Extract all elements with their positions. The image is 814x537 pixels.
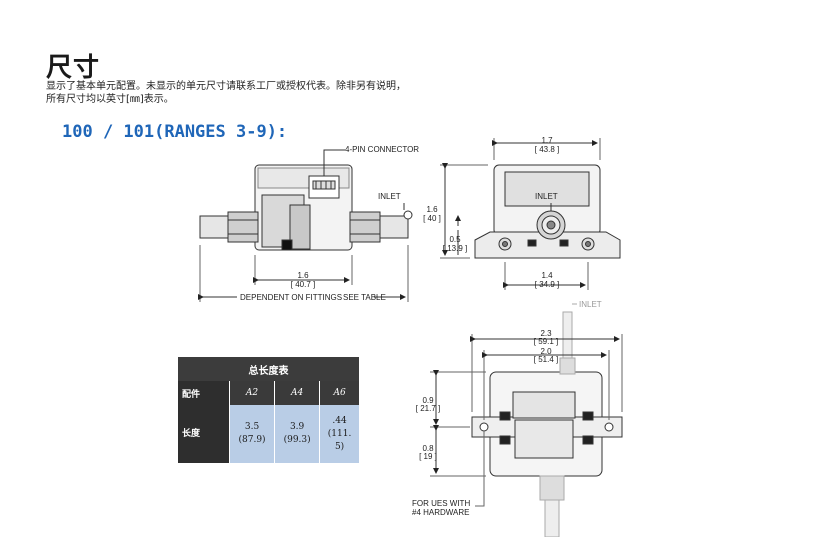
side-view (198, 149, 413, 302)
hardware-note-1: FOR UES WITH (412, 499, 470, 508)
length-a6-mm: (111. (327, 428, 352, 439)
fitting-a6: A6 (319, 381, 360, 405)
length-a4-in: 3.9 (289, 422, 305, 432)
see-table-note: SEE TABLE (343, 293, 386, 302)
inlet-front-label: INLET (535, 192, 558, 201)
length-a2: 3.5 (87.9) (229, 405, 276, 463)
dim-a-mm: [ 40.7 ] (291, 280, 315, 289)
dim-f-mm: [ 59.1 ] (534, 337, 558, 346)
intro-text: 显示了基本单元配置。未显示的单元尺寸请联系工厂或授权代表。除非另有说明，所有尺寸… (46, 81, 406, 105)
dim-b-mm: [ 40 ] (423, 214, 441, 223)
fitting-row-label: 配件 (178, 381, 230, 405)
length-row-label: 长度 (178, 405, 230, 463)
length-a4: 3.9 (99.3) (274, 405, 321, 463)
dim-e-mm: [ 34.9 ] (535, 280, 559, 289)
fitting-a4: A4 (274, 381, 321, 405)
page-title: 尺寸 (46, 53, 101, 83)
length-table-title: 总长度表 (178, 357, 360, 381)
dim-b-in: 1.6 (426, 205, 438, 214)
dim-c-mm: [ 13.9 ] (443, 244, 467, 253)
dim-a-in: 1.6 (297, 271, 309, 280)
dim-h-mm: [ 21.7 ] (416, 404, 440, 413)
connector-label: 4-PIN CONNECTOR (345, 145, 419, 154)
dim-f-in: 2.3 (540, 329, 552, 338)
dim-c-in: 0.5 (449, 235, 461, 244)
length-table: 总长度表 配件 A2 A4 A6 长度 3.5 (87.9) 3.9 (99.3… (178, 357, 360, 463)
inlet-top-label: INLET (579, 300, 602, 309)
dim-i-in: 0.8 (422, 444, 434, 453)
top-view (430, 303, 623, 537)
length-a6-mm-2: 5) (334, 441, 345, 452)
length-a6: .44 (111. 5) (319, 405, 360, 463)
length-a2-in: 3.5 (244, 422, 260, 432)
dim-h-in: 0.9 (422, 396, 434, 405)
dim-g-in: 2.0 (540, 347, 552, 356)
fittings-note: DEPENDENT ON FITTINGS (240, 293, 342, 302)
dim-e-in: 1.4 (541, 271, 553, 280)
length-a2-mm: (87.9) (238, 435, 266, 445)
dim-d-in: 1.7 (541, 136, 553, 145)
dim-i-mm: [ 19 ] (419, 452, 437, 461)
hardware-note-2: #4 HARDWARE (412, 508, 470, 517)
length-a4-mm: (99.3) (283, 435, 311, 445)
section-heading: 100 / 101(RANGES 3-9): (62, 122, 288, 142)
length-a6-in: .44 (332, 415, 347, 426)
front-view (440, 138, 621, 290)
inlet-side-label: INLET (378, 192, 401, 201)
dim-g-mm: [ 51.4 ] (534, 355, 558, 364)
dim-d-mm: [ 43.8 ] (535, 145, 559, 154)
fitting-a2: A2 (229, 381, 276, 405)
